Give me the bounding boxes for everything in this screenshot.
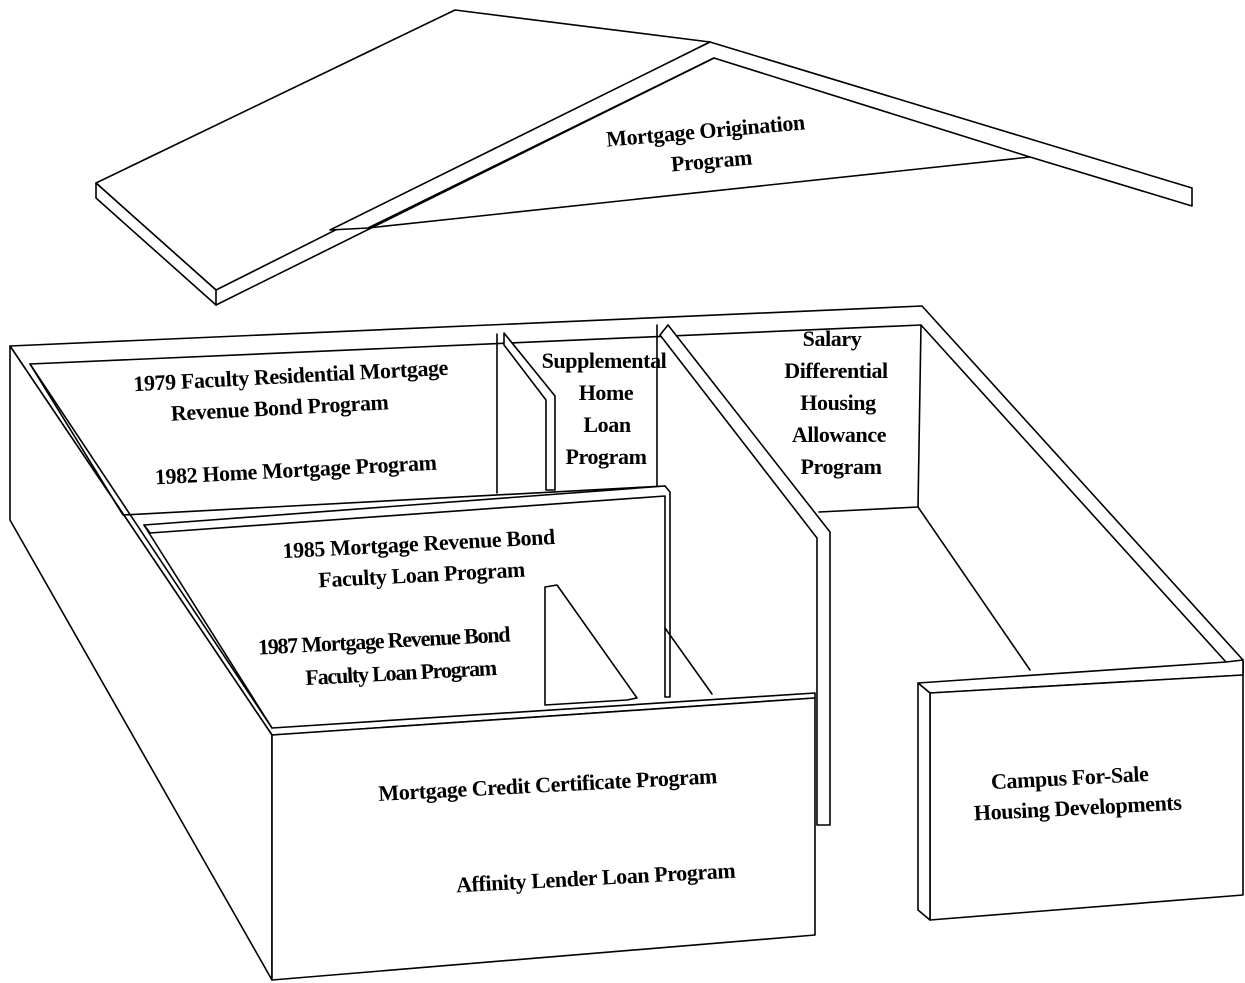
supplemental-line-2: Home <box>579 380 634 405</box>
salary-room-back <box>818 324 922 513</box>
salary-line-2: Differential <box>784 358 888 383</box>
inner-partition-floor <box>664 627 713 695</box>
back-left-room-floor <box>29 363 666 516</box>
program-1985-line-2: Faculty Loan Program <box>318 557 526 593</box>
program-1979-line-2: Revenue Bond Program <box>170 389 389 425</box>
supplemental-line-3: Loan <box>583 412 630 437</box>
salary-line-1: Salary <box>803 326 862 351</box>
back-left-room-labels: 1979 Faculty Residential Mortgage Revenu… <box>133 355 449 490</box>
supplemental-wall-left <box>503 332 556 491</box>
salary-room-labels: Salary Differential Housing Allowance Pr… <box>784 326 888 479</box>
middle-room-labels: 1985 Mortgage Revenue Bond Faculty Loan … <box>257 524 555 690</box>
roof-ridge-line <box>215 57 715 306</box>
roof <box>95 9 1193 306</box>
program-1987-line-1: 1987 Mortgage Revenue Bond <box>257 621 511 659</box>
salary-room-floor <box>917 506 1031 671</box>
program-1982-label: 1982 Home Mortgage Program <box>154 450 437 490</box>
supplemental-room-labels: Supplemental Home Loan Program <box>542 348 667 469</box>
salary-line-5: Program <box>800 454 881 479</box>
inner-partition <box>544 584 638 706</box>
program-1987-line-2: Faculty Loan Program <box>305 655 498 690</box>
left-outer-wall <box>9 345 273 981</box>
middle-room-top-wall <box>143 485 671 698</box>
front-wall <box>271 697 816 981</box>
roof-label-line-1: Mortgage Origination <box>605 109 806 151</box>
house-body <box>9 305 1244 981</box>
salary-line-3: Housing <box>800 390 876 415</box>
roof-label: Mortgage Origination Program <box>605 109 806 176</box>
middle-room-left-floor <box>143 524 273 729</box>
campus-wall-edge <box>917 682 931 921</box>
program-1979-line-1: 1979 Faculty Residential Mortgage <box>133 355 449 396</box>
roof-gable-line <box>367 156 1031 229</box>
supplemental-line-4: Program <box>565 444 646 469</box>
salary-divider-wall <box>659 324 831 826</box>
roof-label-line-2: Program <box>670 145 753 177</box>
supplemental-line-1: Supplemental <box>542 348 667 373</box>
salary-line-4: Allowance <box>792 422 887 447</box>
roof-right-slab <box>329 41 1193 231</box>
